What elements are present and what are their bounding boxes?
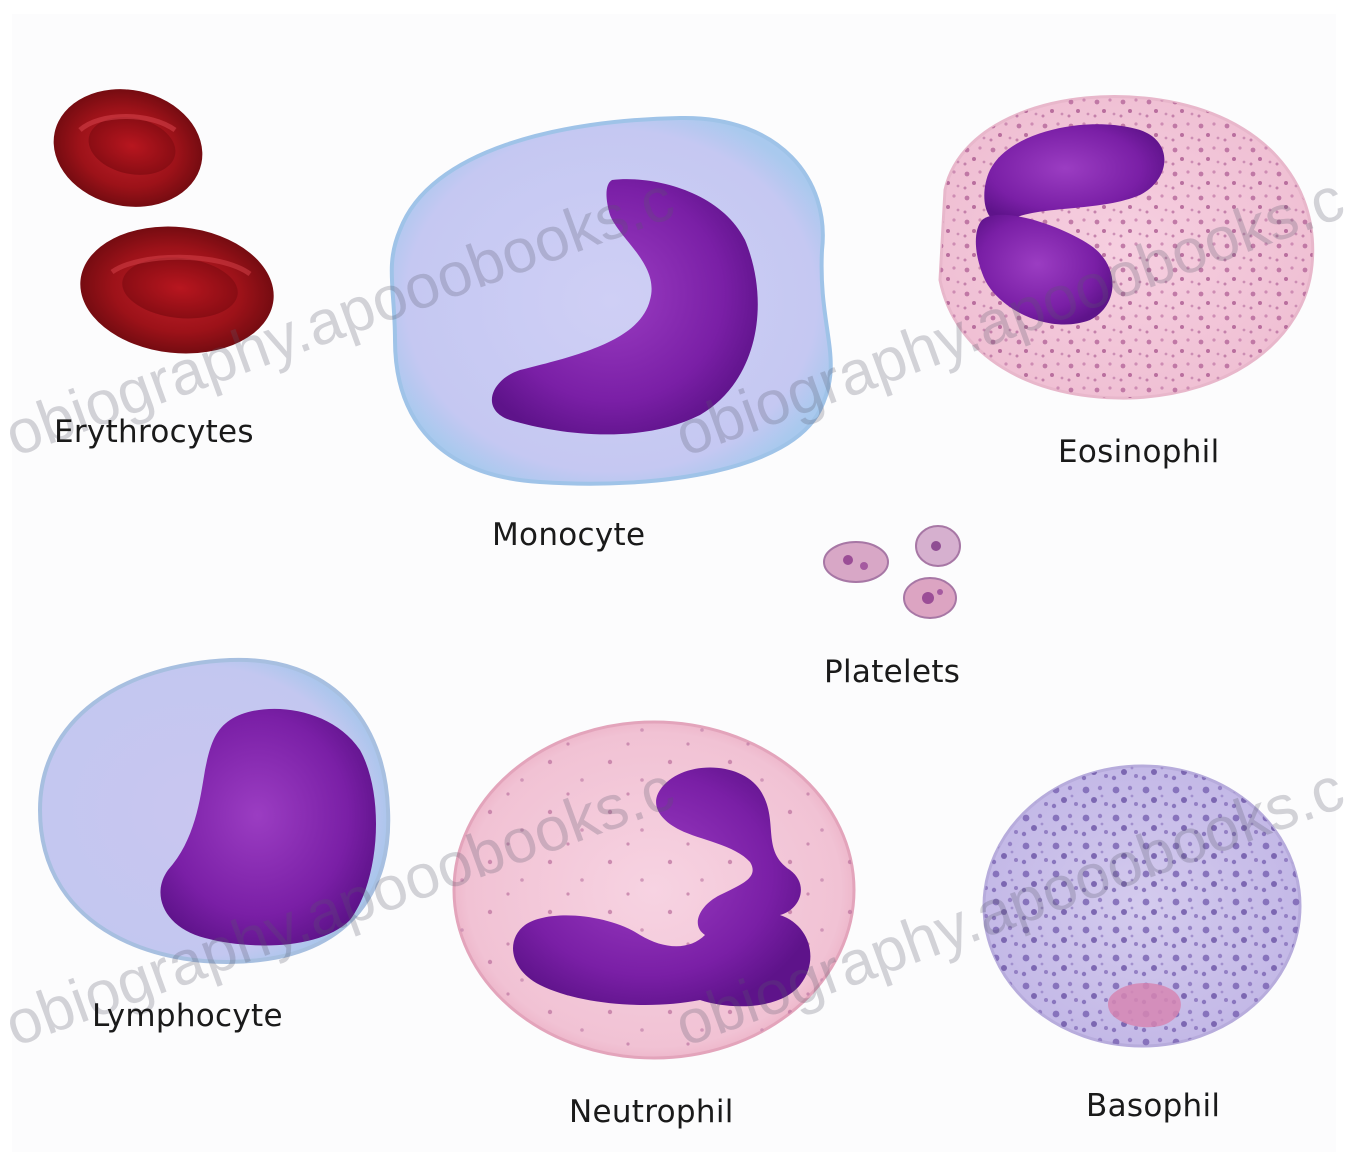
monocyte-cell [392,118,831,484]
label-basophil: Basophil [1086,1088,1220,1124]
label-lymphocyte: Lymphocyte [92,998,283,1034]
basophil-cell [980,760,1310,1050]
label-platelets: Platelets [824,654,960,690]
erythrocyte-top [43,76,214,221]
platelets-cluster [824,526,960,618]
lymphocyte-cell [40,660,388,962]
label-monocyte: Monocyte [492,517,645,553]
erythrocyte-bottom [74,217,280,363]
label-neutrophil: Neutrophil [569,1094,734,1130]
label-eosinophil: Eosinophil [1058,434,1219,470]
label-erythrocytes: Erythrocytes [54,414,254,450]
eosinophil-cell [930,85,1330,415]
neutrophil-cell [450,720,860,1060]
